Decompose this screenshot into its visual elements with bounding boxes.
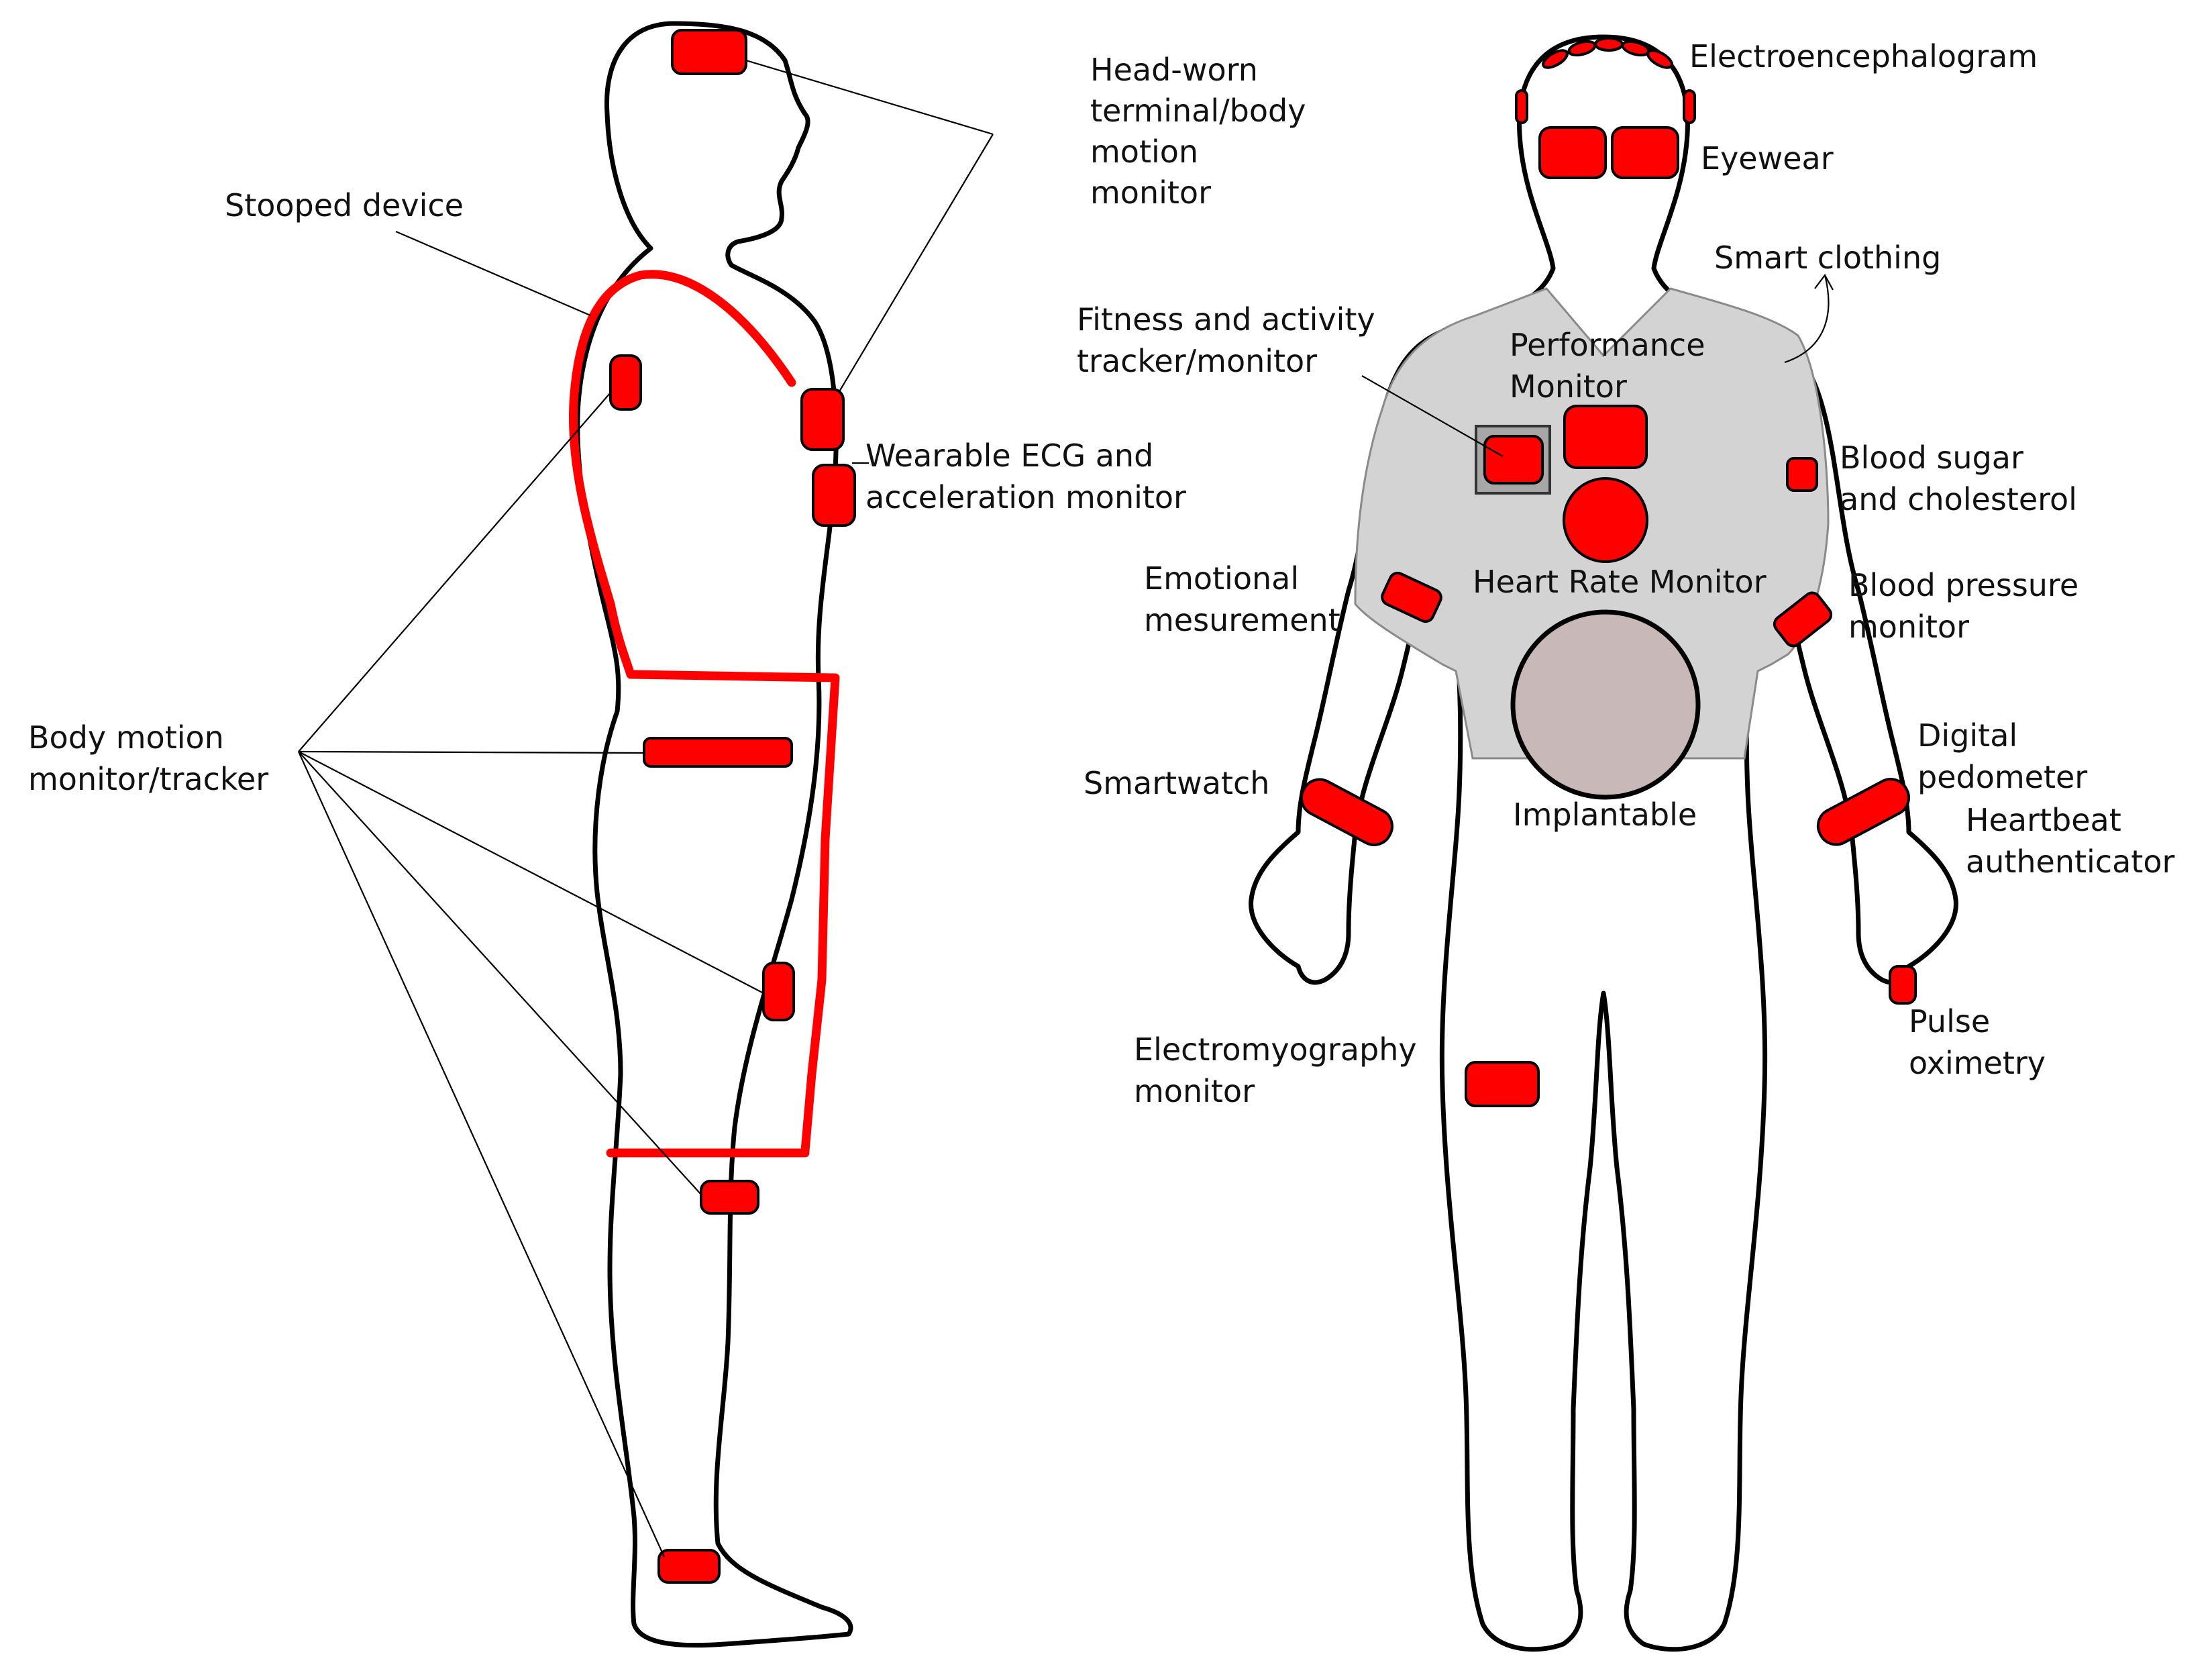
- body-motion-leader-ankle: [297, 751, 666, 1558]
- label-pedometer-line-1: Digital: [1917, 717, 2017, 754]
- eeg-electrode-1: [1542, 49, 1569, 69]
- smartwatch-band: [1300, 778, 1393, 846]
- chest-acceleration-sensor: [812, 464, 856, 527]
- side-body-outline: [575, 21, 853, 1648]
- side-view-figure: [297, 21, 994, 1648]
- fitness-tracker: [1483, 435, 1544, 485]
- smart-clothing-arrowhead: [1814, 273, 1834, 291]
- label-head-worn-line-2: terminal/body: [1090, 93, 1306, 129]
- label-body-motion-line-1: Body motion: [28, 719, 224, 756]
- label-heart-rate: Heart Rate Monitor: [1473, 564, 1767, 600]
- smart-clothing-arrow: [1784, 274, 1830, 364]
- label-fitness-line-2: tracker/monitor: [1077, 343, 1317, 379]
- eyewear-right-lens: [1611, 126, 1679, 179]
- stooped-device-brace: [568, 270, 796, 679]
- label-eyewear: Eyewear: [1701, 140, 1834, 176]
- label-performance-line-1: Performance: [1510, 327, 1705, 363]
- label-emotional-line-1: Emotional: [1144, 560, 1299, 597]
- body-motion-leader-thigh: [298, 751, 764, 994]
- label-pedometer-line-2: pedometer: [1917, 759, 2087, 795]
- label-blood-pressure-line-1: Blood pressure: [1848, 567, 2078, 603]
- label-emotional-line-2: mesurement: [1144, 602, 1340, 638]
- blood-sugar-sensor: [1786, 457, 1818, 492]
- blood-pressure-cuff: [1773, 591, 1833, 648]
- label-head-worn-line-1: Head-worn: [1090, 52, 1258, 88]
- performance-monitor: [1563, 405, 1648, 469]
- head-sensor: [671, 29, 747, 75]
- eeg-electrode-left-temple: [1515, 89, 1528, 124]
- body-motion-leader-shoulder: [298, 392, 611, 752]
- waist-belt: [626, 670, 840, 1156]
- front-view-figure: [1249, 34, 1958, 1652]
- label-heartbeat-line-2: authenticator: [1966, 844, 2174, 880]
- stooped-leader: [395, 230, 591, 317]
- ankle-sensor: [657, 1549, 721, 1584]
- emotional-sensor: [1381, 571, 1442, 623]
- label-eeg: Electroencephalogram: [1689, 38, 2038, 74]
- label-stooped-device: Stooped device: [225, 187, 464, 223]
- label-body-motion-line-2: monitor/tracker: [28, 761, 268, 797]
- waist-sensor: [643, 737, 793, 768]
- body-motion-leader-knee: [298, 751, 702, 1195]
- label-head-worn-line-3: motion: [1090, 134, 1198, 170]
- label-implantable: Implantable: [1513, 797, 1697, 833]
- fitness-leader: [1361, 375, 1504, 457]
- label-blood-pressure-line-2: monitor: [1848, 609, 1969, 645]
- label-pulse-line-2: oximetry: [1909, 1045, 2046, 1081]
- label-fitness-line-1: Fitness and activity: [1077, 301, 1375, 338]
- implantable-device: [1510, 609, 1701, 800]
- label-heartbeat-line-1: Heartbeat: [1966, 802, 2121, 838]
- knee-sensor: [700, 1180, 759, 1215]
- shoulder-sensor: [609, 354, 642, 411]
- thigh-sensor: [762, 962, 795, 1021]
- eyewear-left-lens: [1538, 126, 1607, 179]
- label-blood-sugar-line-1: Blood sugar: [1840, 440, 2023, 476]
- label-head-worn-line-4: monitor: [1090, 174, 1211, 211]
- eeg-electrode-5: [1646, 49, 1673, 69]
- label-ecg-line-2: acceleration monitor: [865, 479, 1186, 515]
- emg-sensor: [1465, 1061, 1540, 1107]
- chest-ecg-sensor: [800, 388, 845, 451]
- head-worn-leader-2: [838, 134, 994, 393]
- body-motion-leader-waist: [298, 750, 645, 754]
- label-pulse-line-1: Pulse: [1909, 1003, 1990, 1039]
- head-worn-leader-1: [745, 59, 994, 136]
- side-view-labels: Head-worn terminal/body motion monitor S…: [28, 52, 1306, 797]
- label-ecg-line-1: Wearable ECG and: [865, 438, 1153, 474]
- label-blood-sugar-line-2: and cholesterol: [1840, 481, 2077, 517]
- label-emg-line-2: monitor: [1134, 1073, 1255, 1109]
- pulse-oximeter: [1889, 965, 1917, 1005]
- label-emg-line-1: Electromyography: [1134, 1031, 1417, 1068]
- label-performance-line-2: Monitor: [1510, 368, 1627, 405]
- front-body-outline: [1249, 34, 1958, 1652]
- heart-rate-monitor: [1563, 477, 1648, 563]
- eeg-electrode-3: [1594, 37, 1624, 52]
- label-smart-clothing: Smart clothing: [1714, 240, 1941, 276]
- front-view-labels: Electroencephalogram Eyewear Smart cloth…: [1077, 38, 2174, 1109]
- pedometer-band: [1816, 778, 1910, 846]
- eeg-electrode-right-temple: [1683, 89, 1696, 124]
- label-smartwatch: Smartwatch: [1084, 765, 1269, 801]
